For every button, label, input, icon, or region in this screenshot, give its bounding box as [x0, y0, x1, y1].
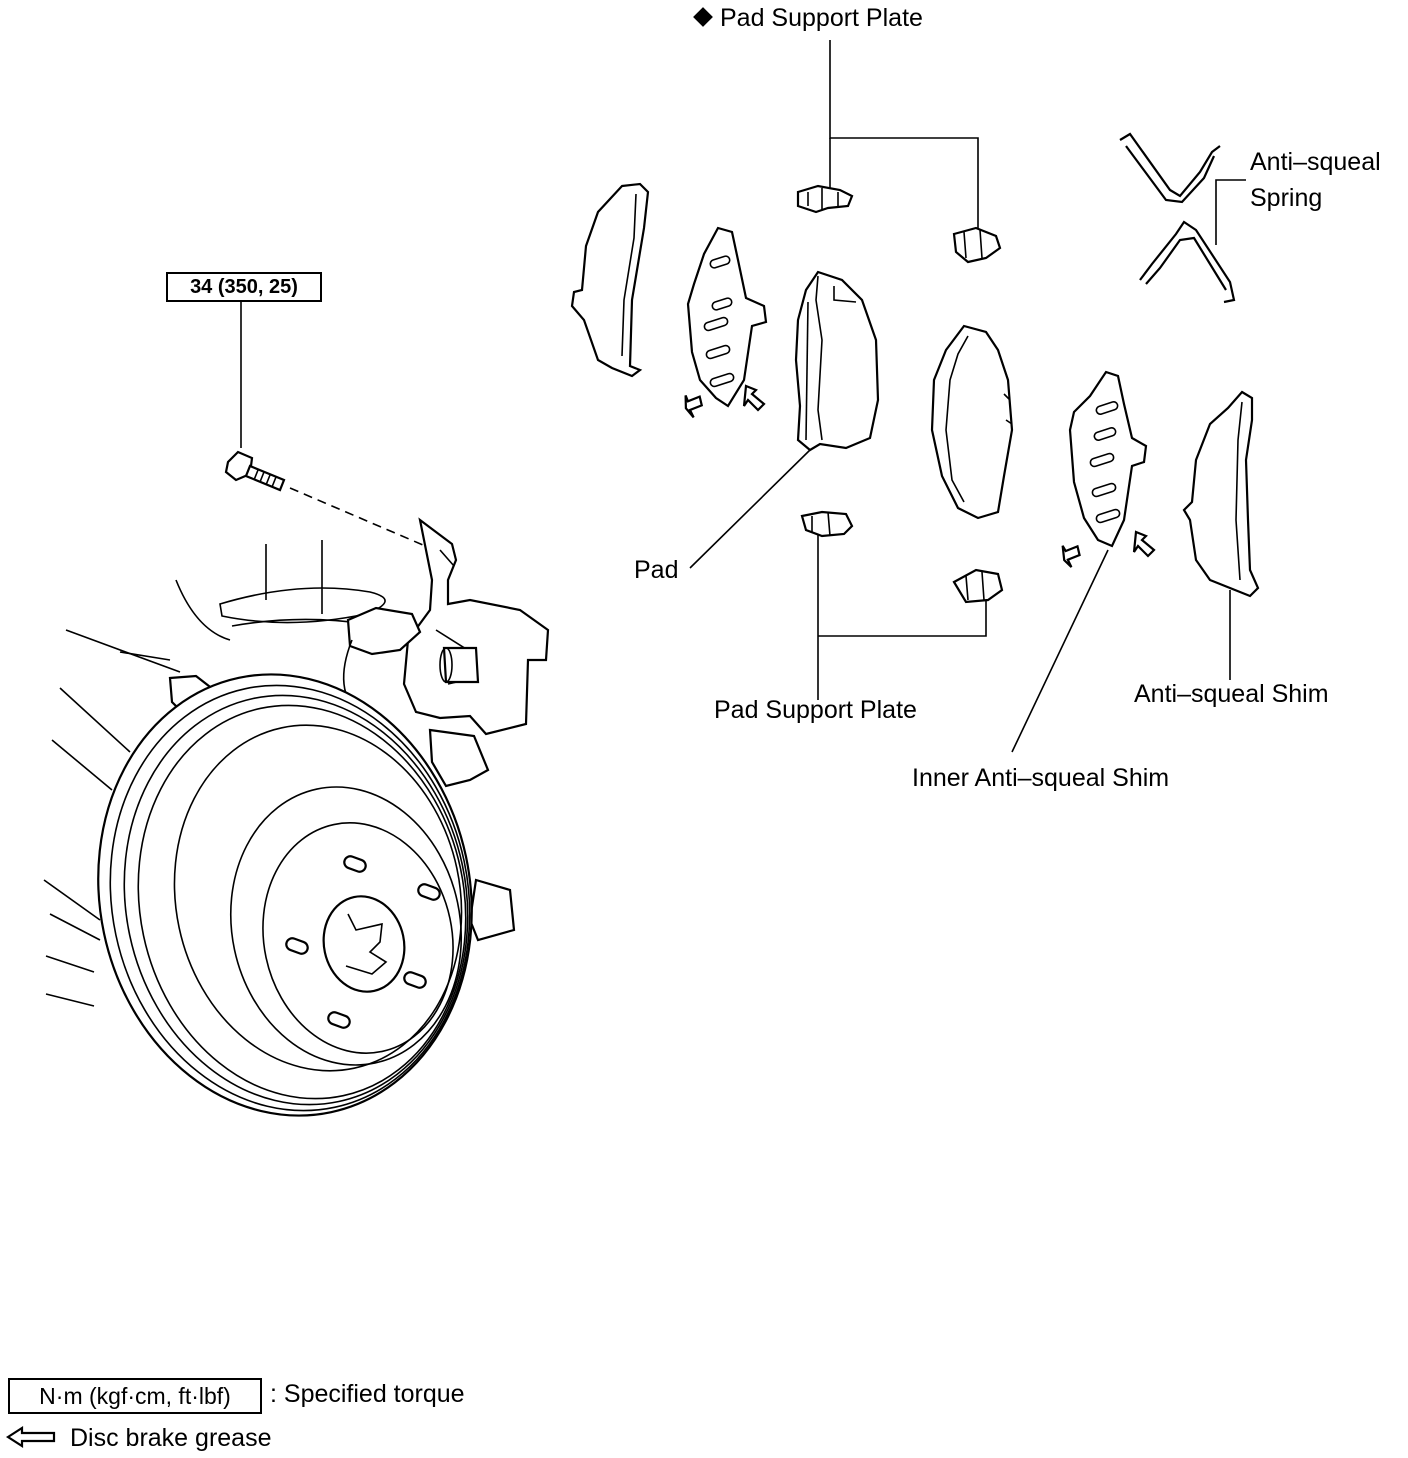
- diamond-icon: [693, 7, 713, 27]
- grease-arrow-icon: [1061, 530, 1156, 568]
- outer-shim-right-icon: [1182, 390, 1260, 598]
- label-inner-anti-squeal-shim: Inner Anti–squeal Shim: [912, 764, 1170, 792]
- legend-unit-box: N·m (kgf·cm, ft·lbf): [8, 1378, 262, 1414]
- label-anti-squeal-spring-line2: Spring: [1250, 184, 1323, 212]
- legend-grease-arrow-icon: [5, 1425, 56, 1449]
- outer-shim-left-icon: [570, 182, 650, 378]
- brake-pad-inner-icon: [930, 324, 1014, 520]
- label-anti-squeal-spring-line1: Anti–squeal: [1250, 148, 1381, 176]
- legend-unit-text: N·m (kgf·cm, ft·lbf): [39, 1382, 231, 1409]
- pad-support-plate-top-icon: [796, 184, 1002, 264]
- leader-lines: [240, 40, 1246, 753]
- pad-support-plate-bottom-icon: [800, 510, 1004, 604]
- anti-squeal-spring-icon: [1119, 132, 1236, 304]
- torque-spec-box: 34 (350, 25): [166, 272, 322, 302]
- grease-arrow-icon: [684, 384, 766, 419]
- label-pad: Pad: [634, 556, 679, 584]
- label-pad-support-plate-top: Pad Support Plate: [693, 4, 923, 32]
- brake-pad-icon: [794, 270, 880, 452]
- legend-unit-description: : Specified torque: [270, 1380, 465, 1408]
- caliper-bolt-icon: [224, 450, 286, 492]
- torque-value: 34 (350, 25): [190, 275, 298, 298]
- inner-shim-left-icon: [686, 226, 768, 408]
- label-anti-squeal-shim: Anti–squeal Shim: [1134, 680, 1329, 708]
- label-pad-support-plate-bottom: Pad Support Plate: [714, 696, 917, 724]
- inner-shim-right-icon: [1068, 370, 1148, 548]
- legend-grease-description: Disc brake grease: [70, 1424, 272, 1452]
- brake-rotor-icon: [43, 517, 550, 1117]
